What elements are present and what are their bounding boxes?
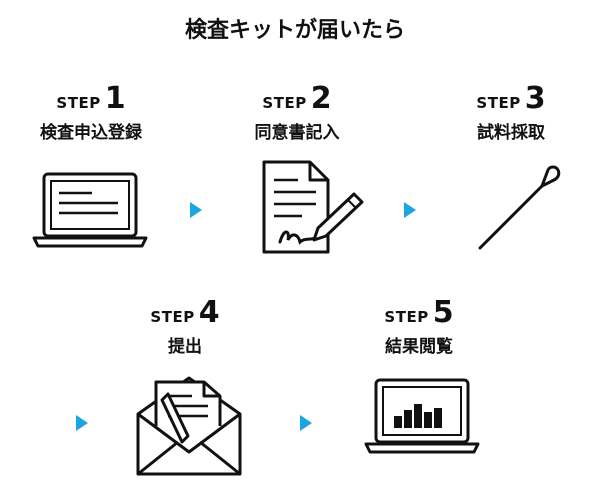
document-pen-icon [262,160,364,254]
step-number: 5 [432,295,454,330]
step-number: 2 [310,81,332,116]
step-5-header: STEP 5 [344,298,494,328]
step-label: STEP [56,94,101,112]
step-label: STEP [262,94,307,112]
step-label: STEP [150,308,195,326]
step-name: 提出 [168,337,202,357]
step-name: 結果閲覧 [385,337,453,357]
envelope-icon [136,376,242,476]
page-title: 検査キットが届いたら [184,18,405,43]
step-name: 同意書記入 [254,123,340,143]
step-5: STEP 5 結果閲覧 [344,298,494,358]
step-3: STEP 3 試料採取 [436,84,586,144]
next-arrow-icon [190,202,202,218]
laptop-chart-icon [364,378,480,454]
step-4: STEP 4 提出 [110,298,260,358]
step-name: 試料採取 [477,123,545,143]
step-number: 1 [104,81,126,116]
swab-icon [478,165,561,250]
laptop-icon [32,172,148,248]
step-3-header: STEP 3 [436,84,586,114]
step-1-header: STEP 1 [16,84,166,114]
step-1: STEP 1 検査申込登録 [16,84,166,144]
step-number: 4 [198,295,220,330]
step-2: STEP 2 同意書記入 [222,84,372,144]
step-label: STEP [384,308,429,326]
step-4-header: STEP 4 [110,298,260,328]
next-arrow-icon [76,415,88,431]
step-number: 3 [524,81,546,116]
step-label: STEP [476,94,521,112]
next-arrow-icon [300,415,312,431]
step-2-header: STEP 2 [222,84,372,114]
step-name: 検査申込登録 [40,123,142,143]
next-arrow-icon [404,202,416,218]
